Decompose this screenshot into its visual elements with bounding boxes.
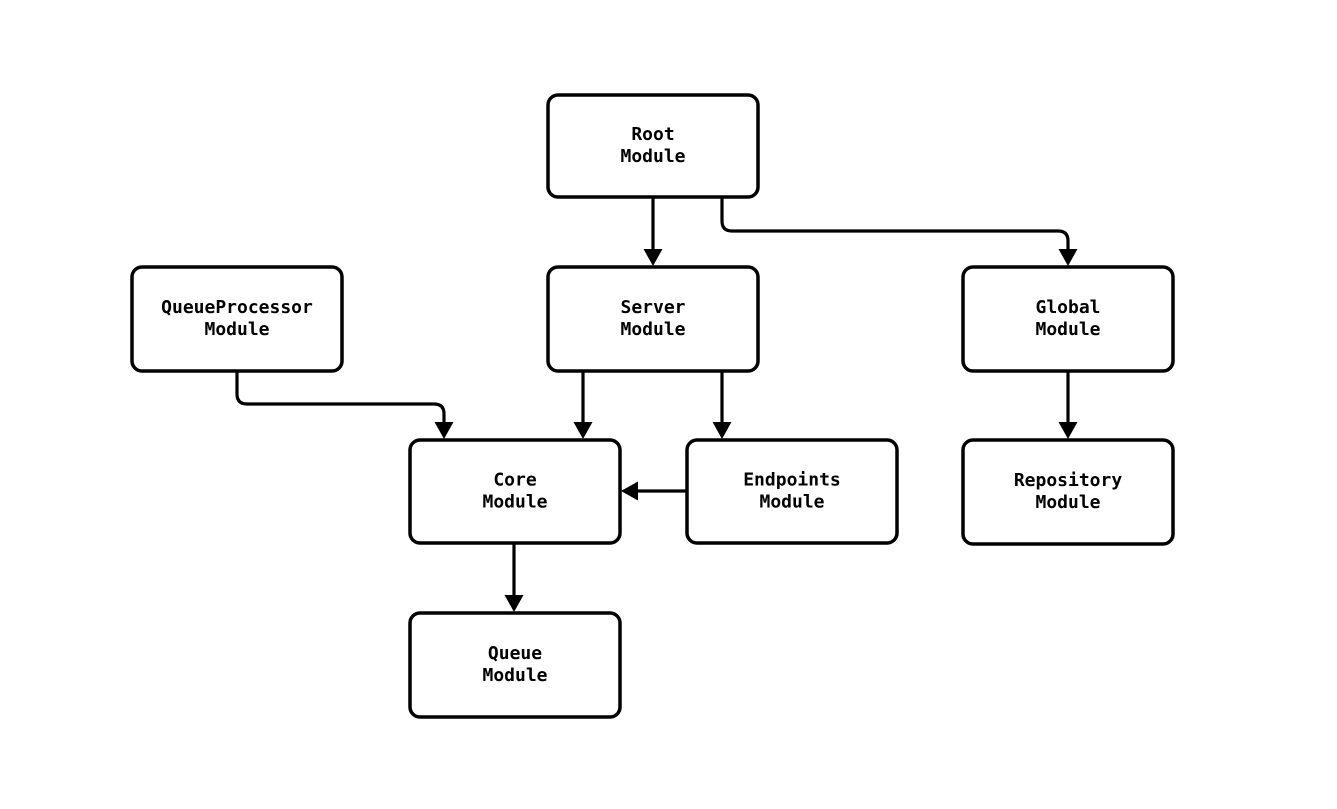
edge-queueprocessor-to-core (235, 371, 454, 439)
node-label-core-name: Core (493, 470, 537, 491)
arrowhead-icon (504, 595, 524, 612)
node-label-repository-name: Repository (1014, 470, 1123, 491)
arrowhead-icon (1058, 422, 1078, 439)
node-label-queue-suffix: Module (482, 665, 547, 686)
edges-layer (235, 197, 1078, 612)
node-label-global-name: Global (1035, 297, 1100, 318)
edge-server-to-core (573, 371, 593, 439)
node-label-root-name: Root (631, 124, 674, 145)
node-box-root[interactable] (546, 93, 760, 199)
node-label-endpoints-name: Endpoints (743, 470, 841, 491)
node-box-queueprocessor[interactable] (130, 265, 344, 373)
node-label-endpoints-suffix: Module (759, 492, 824, 513)
node-label-queueprocessor-suffix: Module (204, 319, 269, 340)
node-box-server[interactable] (546, 265, 760, 373)
node-label-root-suffix: Module (620, 146, 685, 167)
edge-core-to-queue (504, 543, 524, 612)
edge-server-to-endpoints (712, 371, 732, 439)
arrowhead-icon (434, 422, 454, 439)
arrowhead-icon (621, 481, 638, 501)
edge-root-to-server (643, 197, 663, 266)
node-box-global[interactable] (961, 265, 1175, 373)
node-box-core[interactable] (408, 438, 622, 545)
arrowhead-icon (643, 249, 663, 266)
node-box-repository[interactable] (961, 438, 1175, 546)
node-label-queueprocessor-name: QueueProcessor (161, 297, 313, 318)
node-box-endpoints[interactable] (685, 438, 899, 545)
node-box-queue[interactable] (408, 611, 622, 719)
arrowhead-icon (1058, 249, 1078, 266)
node-label-server-suffix: Module (620, 319, 685, 340)
edge-root-to-global (720, 197, 1078, 266)
node-label-repository-suffix: Module (1035, 492, 1100, 513)
node-label-server-name: Server (620, 297, 685, 318)
arrowhead-icon (573, 422, 593, 439)
node-label-core-suffix: Module (482, 492, 547, 513)
edge-endpoints-to-core (621, 481, 687, 501)
edge-global-to-repository (1058, 371, 1078, 439)
node-label-global-suffix: Module (1035, 319, 1100, 340)
arrowhead-icon (712, 422, 732, 439)
nodes-layer: RootModuleQueueProcessorModuleServerModu… (130, 93, 1175, 719)
node-label-queue-name: Queue (488, 643, 542, 664)
